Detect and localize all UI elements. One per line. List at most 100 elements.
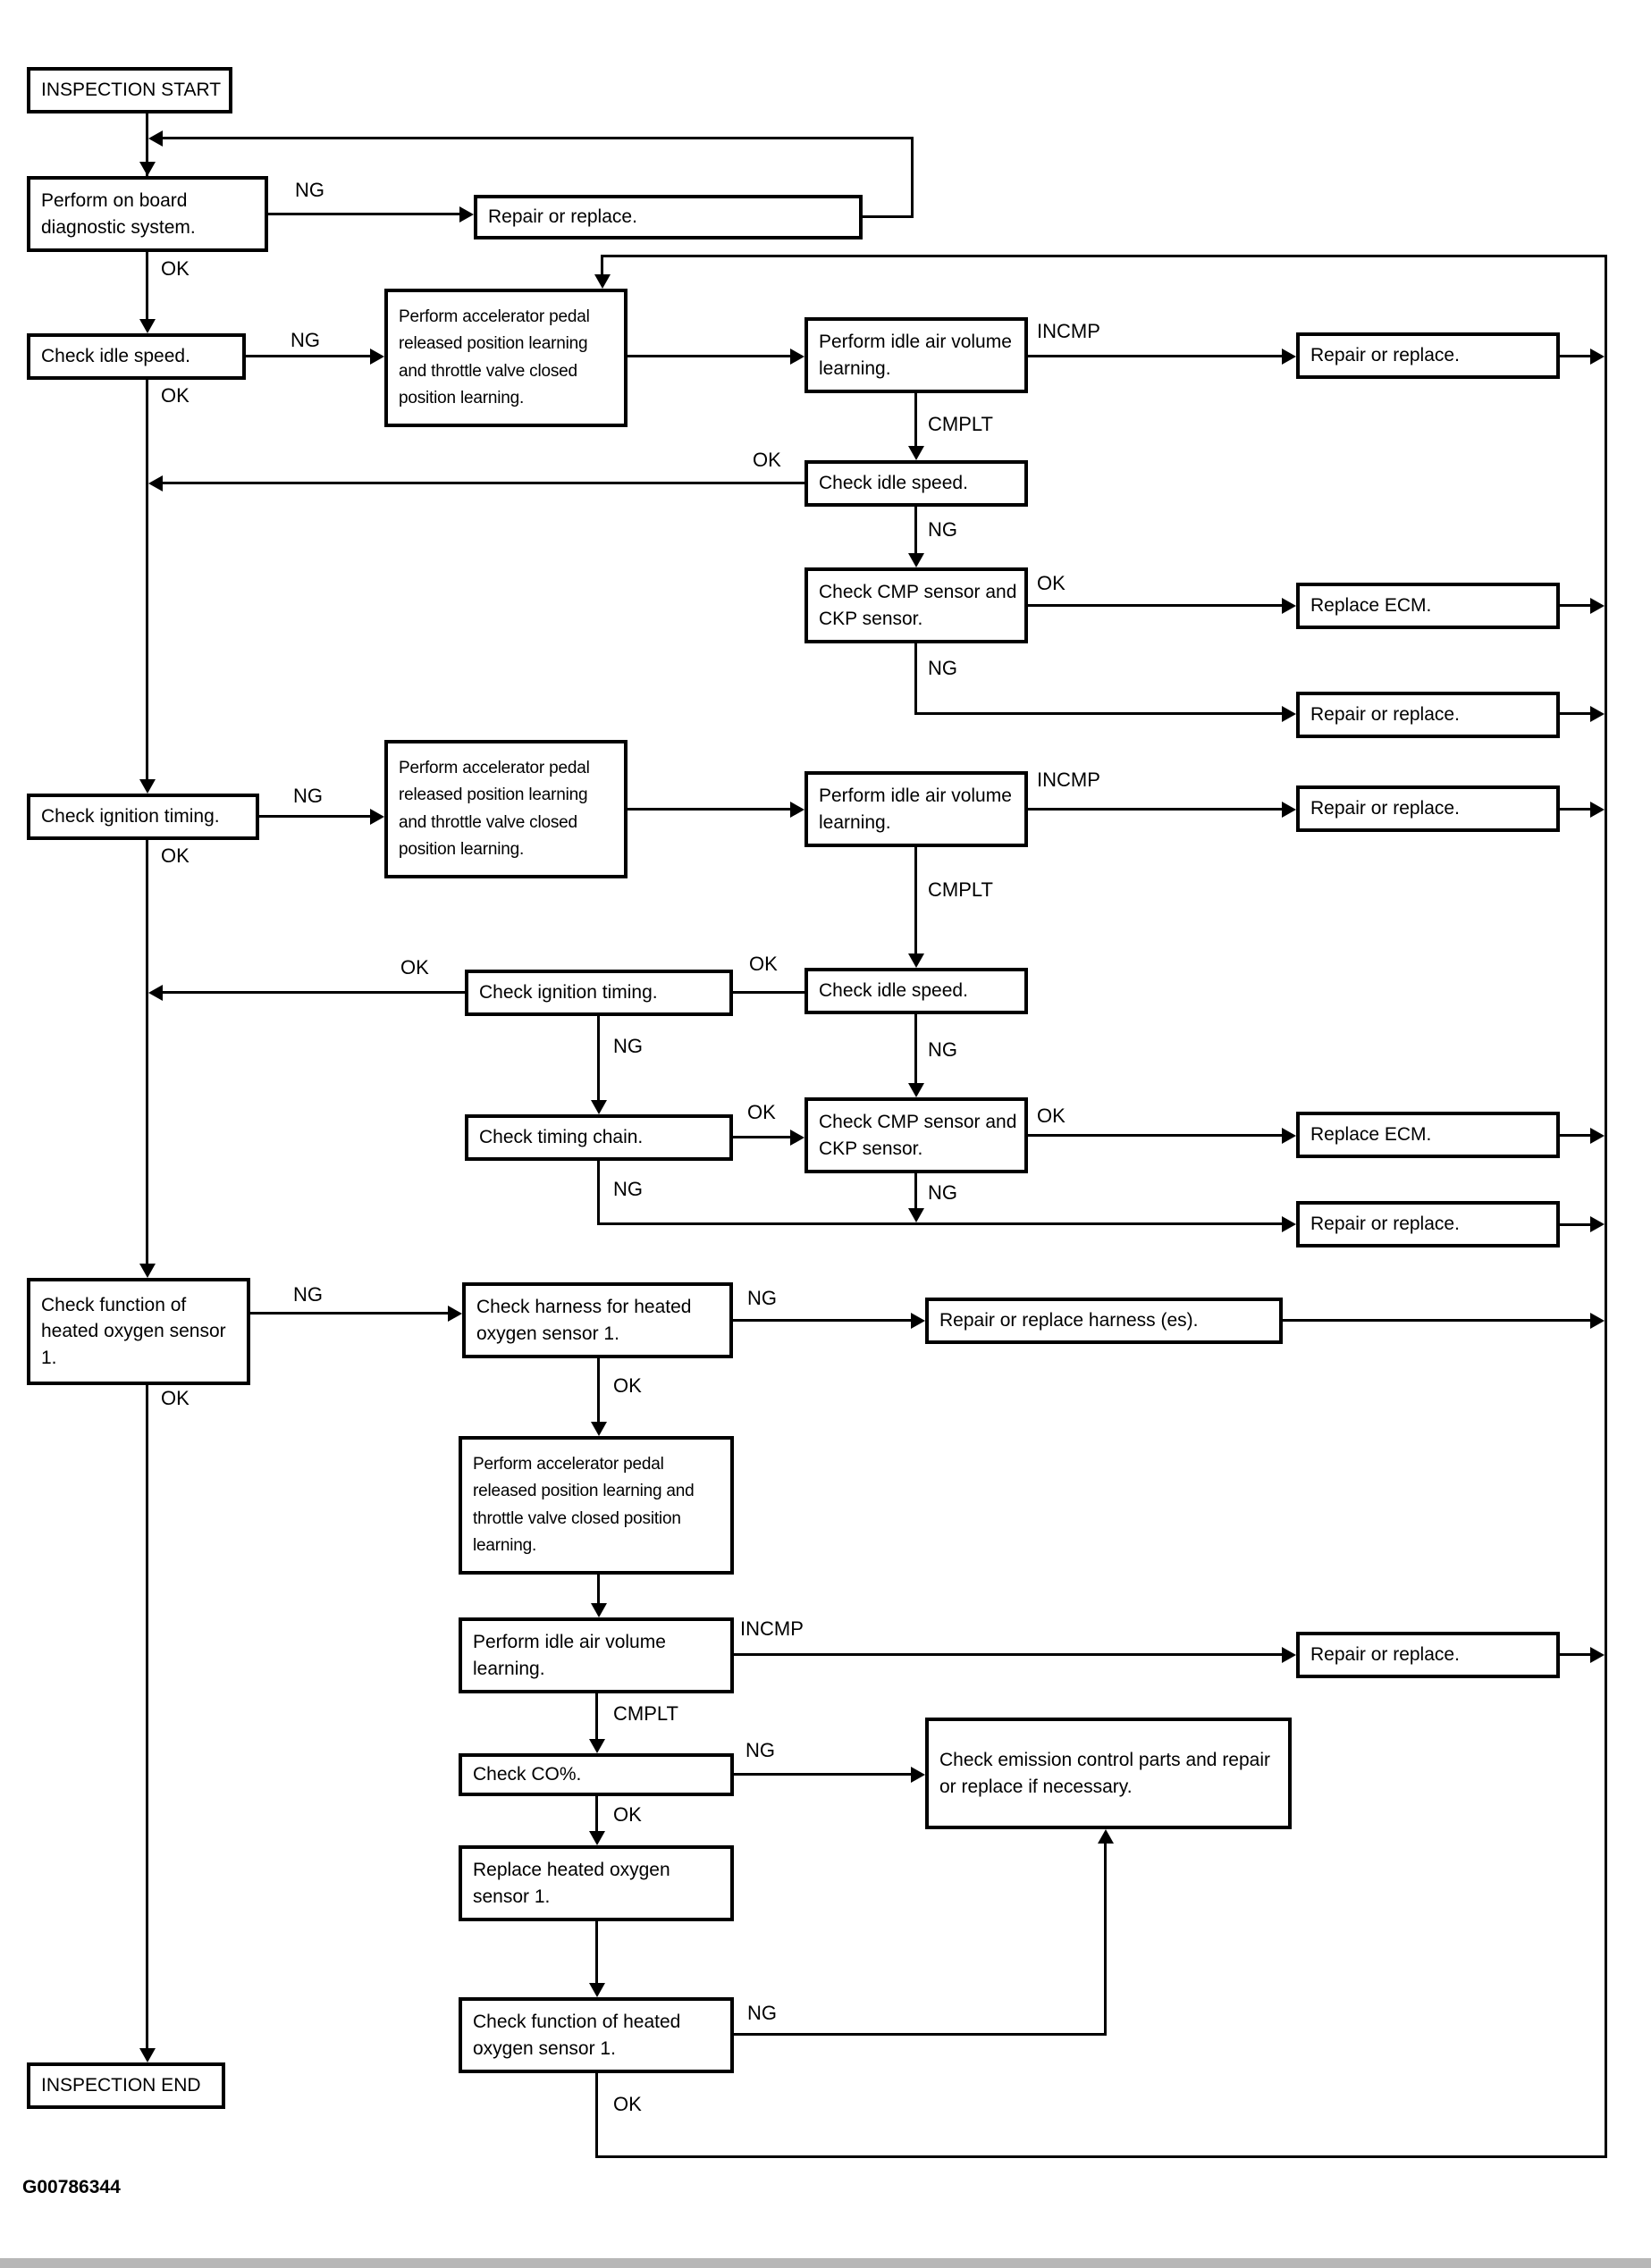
- arrowhead: [1282, 1216, 1296, 1232]
- connector-line: [863, 215, 914, 218]
- arrowhead: [589, 1831, 605, 1845]
- arrowhead: [908, 446, 924, 460]
- edge-label-ng-3: NG: [928, 518, 957, 541]
- arrowhead: [589, 1983, 605, 1997]
- edge-label-ok-9: OK: [1037, 1105, 1066, 1127]
- node-repair-or-replace-2: Repair or replace.: [1296, 332, 1560, 379]
- edge-label-ok-8: OK: [747, 1101, 776, 1123]
- connector-line: [628, 808, 790, 811]
- node-accel-pedal-learning-1: Perform accelerator pedal released posit…: [384, 289, 628, 427]
- node-check-ho2s-function-2: Check function of heated oxygen sensor 1…: [459, 1997, 734, 2073]
- connector-line: [1028, 1134, 1282, 1137]
- connector-line: [1028, 604, 1282, 607]
- connector-line: [1104, 1844, 1107, 2036]
- arrowhead: [370, 809, 384, 825]
- connector-line: [733, 1136, 790, 1138]
- edge-label-ok-5: OK: [161, 844, 190, 867]
- edge-label-ng-9: NG: [613, 1178, 643, 1200]
- edge-label-ok-1: OK: [161, 257, 190, 280]
- arrowhead: [139, 319, 156, 333]
- edge-label-ng-12: NG: [745, 1739, 775, 1761]
- arrowhead: [790, 802, 804, 818]
- arrowhead: [1282, 598, 1296, 614]
- connector-line: [734, 1773, 911, 1776]
- connector-line: [597, 1358, 600, 1422]
- connector-line: [146, 1385, 148, 2050]
- edge-label-ng-11: NG: [747, 1287, 777, 1309]
- edge-label-ng-13: NG: [747, 2002, 777, 2024]
- connector-line: [733, 1319, 911, 1322]
- node-check-cmp-ckp-2: Check CMP sensor and CKP sensor.: [804, 1097, 1028, 1173]
- node-check-idle-speed-3: Check idle speed.: [804, 968, 1028, 1014]
- connector-line: [914, 393, 917, 448]
- connector-line: [1560, 355, 1590, 357]
- arrowhead: [591, 1100, 607, 1114]
- connector-line: [597, 1161, 600, 1225]
- edge-label-ok-12: OK: [613, 1803, 642, 1826]
- edge-label-ng-6: NG: [928, 1038, 957, 1061]
- arrowhead: [908, 953, 924, 968]
- node-accel-pedal-learning-3: Perform accelerator pedal released posit…: [459, 1436, 734, 1575]
- edge-label-ng-7: NG: [613, 1035, 643, 1057]
- connector-line: [246, 355, 370, 357]
- connector-line: [914, 507, 917, 553]
- arrowhead: [908, 1208, 924, 1222]
- connector-line: [1560, 1653, 1590, 1656]
- connector-line: [1605, 255, 1607, 2158]
- node-idle-air-learning-1: Perform idle air volume learning.: [804, 317, 1028, 393]
- connector-line: [597, 1016, 600, 1100]
- arrowhead: [148, 130, 163, 147]
- connector-line: [597, 1222, 1282, 1225]
- node-check-idle-speed-1: Check idle speed.: [27, 333, 246, 380]
- connector-line: [146, 113, 148, 176]
- connector-line: [154, 137, 914, 139]
- arrowhead: [908, 553, 924, 567]
- connector-line: [163, 482, 804, 484]
- connector-line: [595, 1693, 598, 1739]
- arrowhead: [594, 274, 611, 289]
- edge-label-ng-1: NG: [295, 179, 324, 201]
- node-check-cmp-ckp-1: Check CMP sensor and CKP sensor.: [804, 567, 1028, 643]
- connector-line: [1560, 712, 1590, 715]
- node-repair-replace-harness: Repair or replace harness (es).: [925, 1298, 1283, 1344]
- connector-line: [1028, 355, 1282, 357]
- connector-line: [1560, 1134, 1590, 1137]
- node-check-co-percent: Check CO%.: [459, 1753, 734, 1796]
- edge-label-incmp-3: INCMP: [740, 1617, 804, 1640]
- connector-line: [146, 840, 148, 1265]
- arrowhead: [591, 1422, 607, 1436]
- edge-label-ng-4: NG: [928, 657, 957, 679]
- node-idle-air-learning-2: Perform idle air volume learning.: [804, 771, 1028, 847]
- arrowhead: [908, 1083, 924, 1097]
- connector-line: [146, 380, 148, 781]
- arrowhead: [790, 349, 804, 365]
- arrowhead: [139, 1264, 156, 1278]
- arrowhead: [911, 1767, 925, 1783]
- edge-label-ok-7: OK: [749, 953, 778, 975]
- arrowhead: [139, 162, 156, 176]
- arrowhead: [1282, 1647, 1296, 1663]
- arrowhead: [148, 985, 163, 1001]
- edge-label-cmplt-2: CMPLT: [928, 878, 993, 901]
- node-replace-ecm-2: Replace ECM.: [1296, 1112, 1560, 1158]
- node-accel-pedal-learning-2: Perform accelerator pedal released posit…: [384, 740, 628, 878]
- edge-label-ok-4: OK: [1037, 572, 1066, 594]
- node-repair-or-replace-3: Repair or replace.: [1296, 692, 1560, 738]
- connector-line: [914, 643, 917, 715]
- edge-label-cmplt-3: CMPLT: [613, 1702, 678, 1725]
- connector-line: [163, 991, 465, 994]
- connector-line: [911, 137, 914, 218]
- connector-line: [914, 1173, 917, 1208]
- arrowhead: [589, 1739, 605, 1753]
- connector-line: [595, 2155, 1607, 2158]
- connector-line: [595, 1796, 598, 1831]
- edge-label-incmp-2: INCMP: [1037, 769, 1100, 791]
- connector-line: [146, 252, 148, 321]
- arrowhead: [1590, 1216, 1605, 1232]
- connector-line: [1560, 604, 1590, 607]
- edge-label-incmp-1: INCMP: [1037, 320, 1100, 342]
- connector-line: [1283, 1319, 1590, 1322]
- arrowhead: [148, 475, 163, 491]
- edge-label-ok-6: OK: [400, 956, 429, 979]
- arrowhead: [911, 1313, 925, 1329]
